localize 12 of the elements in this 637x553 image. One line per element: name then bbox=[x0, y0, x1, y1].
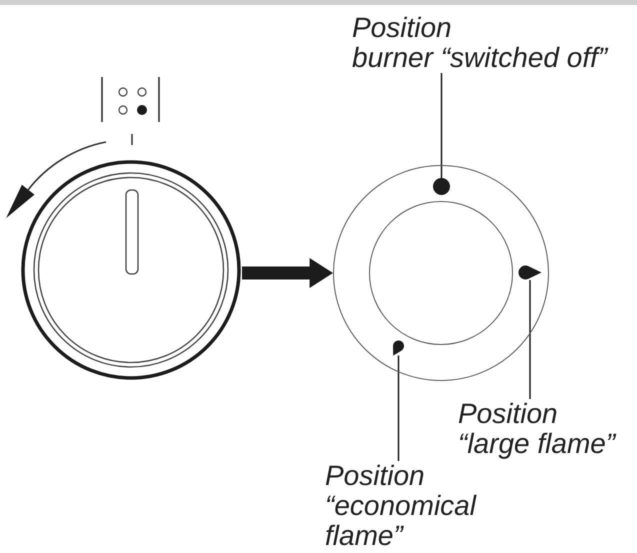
teardrop-icon bbox=[518, 265, 542, 280]
dot-icon bbox=[433, 178, 450, 195]
leader-line bbox=[440, 73, 442, 178]
knob-drawing bbox=[20, 159, 242, 381]
leader-line bbox=[398, 356, 400, 461]
position-label: Position “large flame” bbox=[458, 399, 616, 459]
dial-ring bbox=[333, 165, 549, 381]
teardrop-icon bbox=[392, 340, 405, 356]
position-label: Position “economical flame” bbox=[325, 461, 481, 551]
position-label: Position burner “switched off” bbox=[352, 13, 608, 73]
arrow bbox=[242, 261, 333, 285]
leader-line bbox=[529, 280, 531, 399]
